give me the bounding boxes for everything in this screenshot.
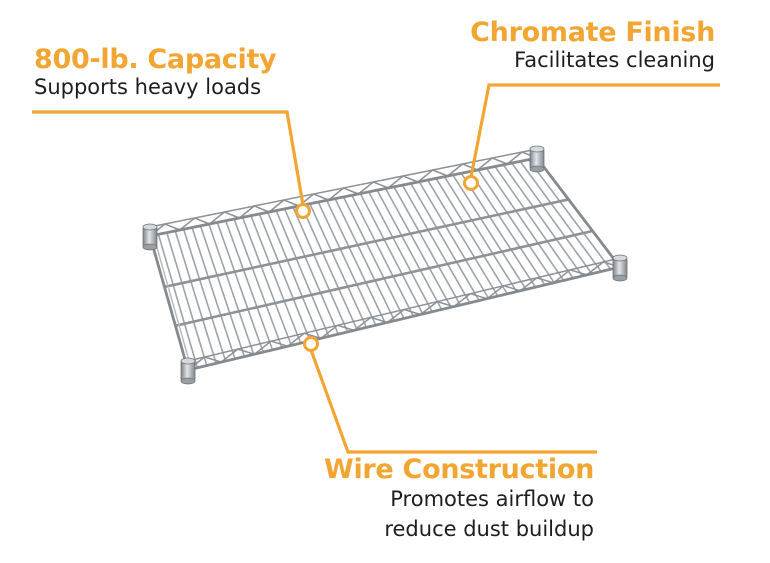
leader-wire-line bbox=[309, 349, 597, 454]
shelf-wire bbox=[367, 191, 433, 313]
shelf-wire bbox=[157, 233, 199, 369]
shelf-cross-bar bbox=[164, 198, 569, 289]
post-bottom bbox=[180, 377, 196, 385]
shelf-wire bbox=[233, 218, 283, 349]
shelf-wire bbox=[266, 211, 321, 340]
shelf-wire bbox=[460, 172, 537, 288]
post-bottom bbox=[612, 274, 628, 282]
shelf-wire bbox=[510, 162, 593, 275]
shelf-cross-bar bbox=[175, 229, 593, 328]
shelf-wire bbox=[393, 186, 462, 306]
shelf-wire bbox=[317, 201, 377, 327]
post-bottom bbox=[529, 165, 545, 173]
post-bottom bbox=[142, 243, 158, 251]
shelf-wire bbox=[174, 230, 217, 365]
shelf-wire bbox=[452, 174, 527, 291]
callout-chromate-finish: Chromate Finish Facilitates cleaning bbox=[470, 17, 715, 72]
front-truss-top-rail bbox=[187, 257, 621, 362]
shelf-wire bbox=[435, 177, 509, 295]
shelf-wire bbox=[342, 196, 405, 320]
shelf-wire bbox=[426, 179, 499, 297]
wire-title: Wire Construction bbox=[323, 454, 594, 485]
shelf-wire bbox=[283, 208, 340, 335]
wire-description-line-1: Promotes airflow to bbox=[390, 487, 594, 512]
leader-wire bbox=[303, 336, 597, 454]
shelf-wire bbox=[309, 202, 368, 329]
post-back-left bbox=[142, 223, 158, 251]
leader-wire-dot bbox=[303, 336, 319, 352]
shelf-wire bbox=[527, 158, 612, 271]
shelf-wire bbox=[351, 194, 415, 318]
shelf-wire bbox=[258, 213, 311, 342]
shelf-wire bbox=[443, 175, 518, 293]
post-front-left bbox=[180, 357, 196, 385]
shelf-wire bbox=[485, 167, 565, 282]
leader-chromate-line bbox=[469, 83, 720, 178]
shelf-side-highlight bbox=[153, 236, 193, 372]
shelf-wire bbox=[359, 192, 424, 315]
shelf-wire bbox=[519, 160, 603, 273]
shelf-wire bbox=[418, 180, 490, 300]
shelf-wire bbox=[250, 214, 302, 344]
shelf-wire bbox=[494, 165, 574, 279]
shelf-wire bbox=[410, 182, 480, 302]
shelf-wire bbox=[325, 199, 387, 324]
leader-capacity-line bbox=[32, 110, 305, 206]
shelf-wire bbox=[191, 226, 236, 360]
chromate-description: Facilitates cleaning bbox=[514, 48, 715, 73]
shelf-wire bbox=[216, 221, 264, 353]
shelf-wire bbox=[401, 184, 471, 304]
callout-leader-lines bbox=[32, 83, 720, 454]
callout-capacity: 800-lb. Capacity Supports heavy loads bbox=[34, 44, 277, 100]
leader-chromate-dot bbox=[463, 175, 479, 191]
shelf-wire bbox=[199, 225, 246, 358]
shelf-wire bbox=[241, 216, 293, 347]
shelf-wire bbox=[376, 189, 443, 311]
leader-chromate bbox=[463, 83, 720, 191]
shelf-wire bbox=[224, 219, 274, 351]
shelf-wire bbox=[334, 197, 396, 322]
shelf-wire bbox=[182, 228, 227, 362]
shelf-wire bbox=[477, 169, 556, 284]
wire-description-line-2: reduce dust buildup bbox=[384, 516, 594, 541]
shelf-outer-frame bbox=[148, 156, 622, 372]
post-top bbox=[180, 357, 196, 365]
shelf-wire bbox=[384, 187, 452, 309]
capacity-title: 800-lb. Capacity bbox=[34, 44, 277, 75]
shelf-wire bbox=[166, 231, 208, 367]
leader-capacity bbox=[32, 110, 311, 219]
post-top bbox=[529, 145, 545, 153]
post-back-right bbox=[529, 145, 545, 173]
shelf-wire bbox=[468, 170, 546, 286]
post-top bbox=[612, 254, 628, 262]
shelf-wire bbox=[208, 223, 255, 356]
shelf-corner-posts bbox=[142, 145, 628, 385]
shelf-wire bbox=[502, 163, 584, 277]
post-front-right bbox=[612, 254, 628, 282]
callout-wire-construction: Wire Construction Promotes airflow to re… bbox=[324, 454, 594, 545]
post-top bbox=[142, 223, 158, 231]
shelf-wire bbox=[292, 206, 349, 333]
shelf-wire bbox=[275, 209, 330, 338]
chromate-title: Chromate Finish bbox=[470, 17, 715, 48]
leader-capacity-dot bbox=[295, 203, 311, 219]
capacity-description: Supports heavy loads bbox=[34, 75, 262, 100]
shelf-wire bbox=[300, 204, 358, 331]
